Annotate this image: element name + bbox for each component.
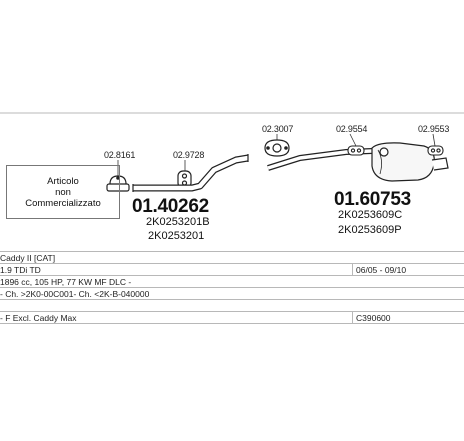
hanger-1-icon — [177, 170, 192, 189]
leader-hanger-2 — [349, 133, 357, 147]
variant-note: - F Excl. Caddy Max — [0, 313, 77, 323]
table-line-1 — [0, 251, 464, 252]
oem-rear-silencer-1: 2K0253609C — [338, 209, 403, 221]
table-divider-dates — [352, 263, 353, 275]
leader-hanger-3 — [432, 133, 436, 147]
not-available-note: Articolo non Commercializzato — [6, 165, 120, 219]
part-label-hanger-3[interactable]: 02.9553 — [418, 124, 450, 134]
center-pipe-icon — [132, 154, 249, 192]
table-line-4 — [0, 287, 464, 288]
catalog-code: C390600 — [356, 313, 391, 323]
oem-rear-silencer-2: 2K0253609P — [338, 224, 402, 236]
hanger-3-icon — [427, 145, 444, 156]
part-number-center-pipe[interactable]: 01.40262 — [132, 196, 209, 217]
gasket-icon — [264, 139, 290, 157]
part-label-gasket[interactable]: 02.3007 — [262, 124, 294, 134]
note-line-3: Commercializzato — [25, 197, 101, 209]
oem-center-pipe-2: 2K0253201 — [148, 230, 205, 242]
part-number-rear-silencer[interactable]: 01.60753 — [334, 189, 411, 210]
engine-type: 1.9 TDi TD — [0, 265, 41, 275]
note-line-1: Articolo — [47, 175, 79, 187]
oem-center-pipe-1: 2K0253201B — [146, 216, 210, 228]
hanger-2-icon — [347, 145, 365, 156]
note-line-2: non — [55, 186, 71, 198]
table-line-6 — [0, 311, 464, 312]
part-label-hanger-2[interactable]: 02.9554 — [336, 124, 368, 134]
part-label-hanger-1[interactable]: 02.9728 — [173, 150, 205, 160]
table-line-7 — [0, 323, 464, 324]
engine-spec: 1896 cc, 105 HP, 77 KW MF DLC - — [0, 277, 132, 287]
part-label-clamp-1[interactable]: 02.8161 — [104, 150, 136, 160]
production-dates: 06/05 - 09/10 — [356, 265, 407, 275]
chassis-range: - Ch. >2K0-00C001- Ch. <2K-B-040000 — [0, 289, 150, 299]
clamp-icon — [106, 175, 130, 192]
table-line-5 — [0, 299, 464, 300]
table-line-2 — [0, 263, 464, 264]
vehicle-model: Caddy II [CAT] — [0, 253, 56, 263]
table-line-3 — [0, 275, 464, 276]
table-divider-code — [352, 311, 353, 323]
